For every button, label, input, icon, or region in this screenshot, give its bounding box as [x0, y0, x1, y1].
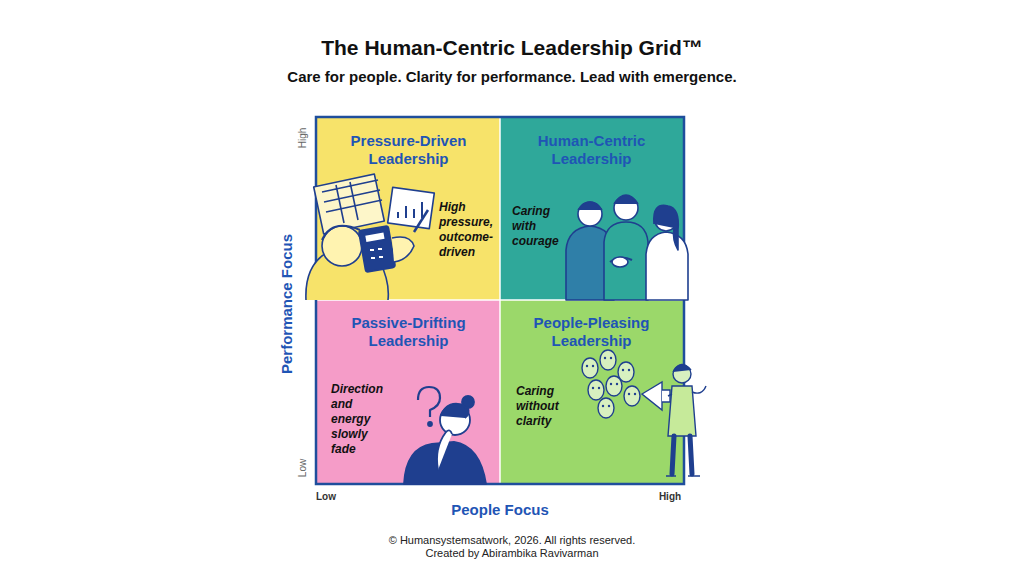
pleasing-illustration	[582, 350, 706, 476]
quadrant-box: Pressure-Driven LeadershipHigh pressure,…	[317, 118, 500, 300]
quadrant-heading: Human-Centric Leadership	[508, 132, 675, 168]
grid-divider	[316, 299, 684, 301]
quadrant-description: Caring with courage	[512, 204, 568, 249]
quadrant-box: People-Pleasing LeadershipCaring without…	[500, 300, 683, 483]
quadrant-description: High pressure, outcome-driven	[439, 200, 497, 260]
quadrant-description: Direction and energy slowly fade	[331, 382, 393, 457]
pressure-illustration	[306, 174, 434, 300]
axis-label: People Focus	[451, 501, 549, 518]
quadrant-heading: People-Pleasing Leadership	[508, 314, 675, 350]
grid-divider	[499, 117, 501, 484]
quadrant-heading: Pressure-Driven Leadership	[325, 132, 492, 168]
quadrant-box: Passive-Drifting LeadershipDirection and…	[317, 300, 500, 483]
team-illustration	[566, 195, 688, 300]
axis-label: High	[297, 128, 308, 149]
subtitle: Care for people. Clarity for performance…	[287, 68, 736, 85]
axis-label: Performance Focus	[278, 234, 295, 374]
copyright-note: Created by Abirambika Ravivarman	[425, 547, 598, 559]
axis-label: High	[659, 491, 681, 502]
axis-label: Low	[297, 459, 308, 477]
grid-border	[316, 117, 684, 484]
quadrant-box: Human-Centric LeadershipCaring with cour…	[500, 118, 683, 300]
drifting-illustration	[404, 387, 486, 484]
copyright-note: © Humansystemsatwork, 2026. All rights r…	[389, 534, 636, 546]
diagram-title: The Human-Centric Leadership Grid™	[321, 36, 703, 60]
axis-label: Low	[316, 491, 336, 502]
quadrant-description: Caring without clarity	[516, 384, 576, 429]
quadrant-heading: Passive-Drifting Leadership	[325, 314, 492, 350]
